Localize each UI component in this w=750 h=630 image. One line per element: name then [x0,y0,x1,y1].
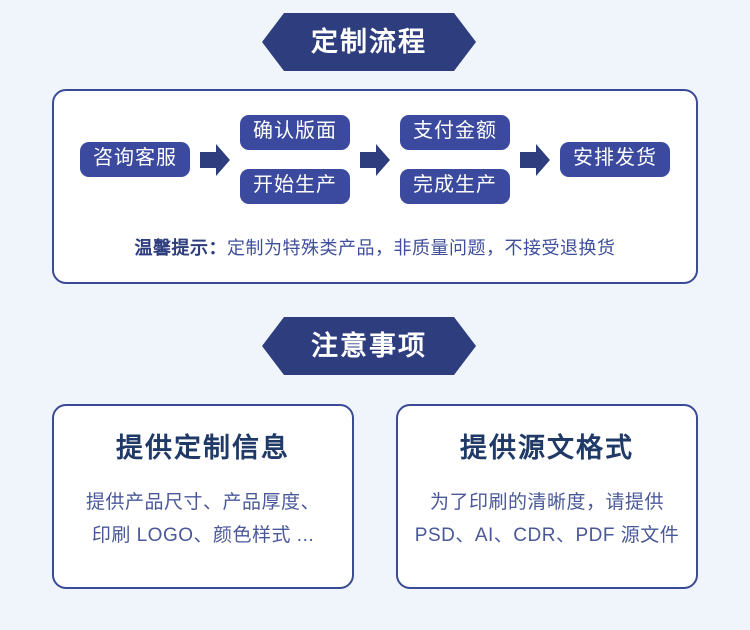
flow-step-pill-arrange-shipment[interactable]: 安排发货 [560,142,670,177]
flow-tip-label: 温馨提示： [134,238,227,258]
flow-step-pill-confirm-layout[interactable]: 确认版面 [240,115,350,150]
note-card-custom-info-inner: 提供定制信息 提供产品尺寸、产品厚度、 印刷 LOGO、颜色样式 ... [54,406,352,587]
note-card-custom-info-title: 提供定制信息 [116,433,290,464]
flow-step-pill-start-production[interactable]: 开始生产 [240,169,350,204]
section-banner-flow: 定制流程 [262,13,476,71]
flow-tip-text: 定制为特殊类产品，非质量问题，不接受退换货 [227,238,616,258]
flow-step-pill-pay-amount[interactable]: 支付金额 [400,115,510,150]
flow-card: 咨询客服 确认版面 开始生产 支付金额 完成生产 [52,89,698,284]
note-card-source-format: 提供源文格式 为了印刷的清晰度，请提供 PSD、AI、CDR、PDF 源文件 [396,404,698,589]
flow-step-pill-consult[interactable]: 咨询客服 [80,142,190,177]
flow-step-group-4: 安排发货 [560,142,670,177]
note-card-custom-info-body: 提供产品尺寸、产品厚度、 印刷 LOGO、颜色样式 ... [86,486,320,553]
flow-step-group-3: 支付金额 完成生产 [400,115,510,204]
flow-tip: 温馨提示：定制为特殊类产品，非质量问题，不接受退换货 [54,234,696,260]
note-card-source-format-inner: 提供源文格式 为了印刷的清晰度，请提供 PSD、AI、CDR、PDF 源文件 [398,406,696,587]
section-banner-notes: 注意事项 [262,317,476,375]
note-body-line: 提供产品尺寸、产品厚度、 [85,492,320,514]
flow-step-pill-finish-production[interactable]: 完成生产 [400,169,510,204]
arrow-right-icon [520,143,550,176]
section-banner-notes-label: 注意事项 [311,330,427,361]
section-banner-flow-label: 定制流程 [311,26,427,57]
flow-step-group-1: 咨询客服 [80,142,190,177]
flow-steps-row: 咨询客服 确认版面 开始生产 支付金额 完成生产 [54,107,696,212]
arrow-right-icon [200,143,230,176]
arrow-right-icon [360,143,390,176]
note-body-line: PSD、AI、CDR、PDF 源文件 [414,525,680,547]
note-body-line: 印刷 LOGO、颜色样式 ... [91,525,315,547]
flow-step-group-2: 确认版面 开始生产 [240,115,350,204]
note-body-line: 为了印刷的清晰度，请提供 [429,492,664,514]
note-card-custom-info: 提供定制信息 提供产品尺寸、产品厚度、 印刷 LOGO、颜色样式 ... [52,404,354,589]
note-card-source-format-body: 为了印刷的清晰度，请提供 PSD、AI、CDR、PDF 源文件 [415,486,679,553]
note-card-source-format-title: 提供源文格式 [460,433,634,464]
